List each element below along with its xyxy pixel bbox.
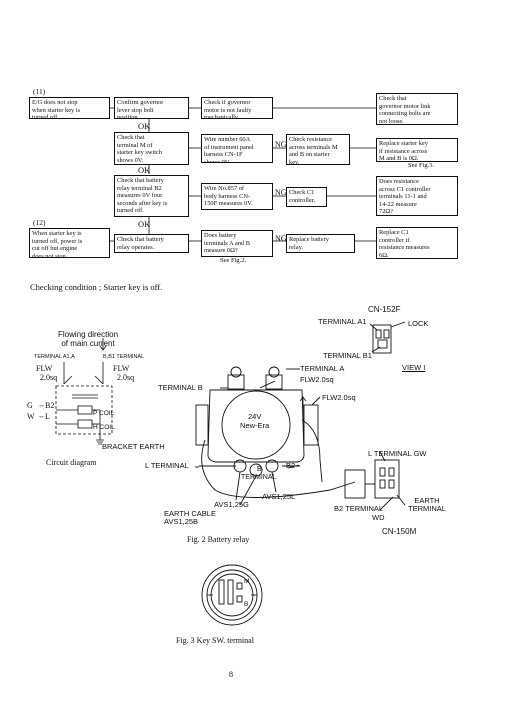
b2-relay-label: B2 [286,461,296,470]
fig3-caption: Fig. 3 Key SW. terminal [176,636,254,645]
b-terminal-b-label: B [257,466,262,473]
b2-label: B2 [45,401,55,410]
bracket-earth-label: BRACKET EARTH [102,442,165,451]
flw-right-label: FLW [113,364,130,373]
check-c1-box: Check C1 controller. [286,187,327,207]
wd-label: WD [372,513,385,522]
flw-left-size: 2.0sq [40,373,58,382]
fig2-caption: Fig. 2 Battery relay [187,535,250,544]
flw20-label-2: FLW2.0sq [322,393,356,402]
b2-terminal-label: B2 TERMINAL [334,504,384,513]
ng-label-2: NG [275,188,287,197]
confirm-governor-box: Confirm governor lever stop bolt positio… [114,97,189,119]
ok-label-3: OK [138,219,151,229]
relay-operates-box: Check that battery relay operates. [114,234,189,253]
terminal-m-box: Check that terminal M of starter key swi… [114,132,189,165]
governor-motor-box: Check if governor motor is not faulty me… [201,97,273,119]
flowing-direction-label: Flowing direction of main current [58,330,119,348]
see-fig2-ref: See Fig.2. [220,257,247,264]
avs125b-label: AVS1,25B [164,517,199,526]
key-m-label: M [244,578,250,585]
wire-60a-box: Wire number 60A of instrument panel harn… [201,134,273,163]
replace-relay-box: Replace battery relay. [286,234,355,253]
terminal-word-label: TERMINAL [241,474,277,481]
cn152f-label: CN-152F [368,305,401,314]
case-12-label: (12) [33,218,46,227]
power-cut-box: When starter key is turned off, power is… [29,228,110,258]
terminal-b1-label: TERMINAL B1 [323,351,372,360]
relay-brand: New-Era [240,421,270,430]
checking-condition: Checking condition ; Starter key is off. [30,282,163,292]
cn150m-label: CN-150M [382,527,417,536]
relay-voltage: 24V [248,412,262,421]
battery-ab-box: Does battery terminals A and B measure 0… [201,230,273,257]
flw20-label-1: FLW2.0sq [300,375,334,384]
p-coil-label: P COIL [93,410,115,417]
see-fig3-ref: See Fig.3. [408,162,435,169]
l-label: L [45,412,50,421]
flw-right-size: 2.0sq [117,373,135,382]
earth-cable-label: EARTH CABLE [164,509,216,518]
w-label: W [27,412,35,421]
relay-b2-box: Check that battery relay terminal B2 mea… [114,175,189,217]
earth-terminal-label: EARTH TERMINAL [408,496,446,513]
terminal-a1-label: TERMINAL A1 [318,317,367,326]
ok-label-2: OK [138,165,151,175]
h-coil-label: H COIL [93,424,115,431]
key-b-label: B [244,601,249,608]
governor-link-box: Check that governor motor link connectin… [376,93,458,125]
terminal-a-label: TERMINAL A [300,364,345,373]
ng-label-3: NG [275,234,287,243]
replace-c1-box: Replace C1 controller if resistance meas… [376,227,458,259]
terminal-a1a-label: TERMINAL A1,A [34,354,75,360]
case-11-label: (11) [33,87,46,96]
g-label: G [27,401,33,410]
terminal-b-label: TERMINAL B [158,383,203,392]
wire-857-box: Wire No.857 of body harness CN- 150F mea… [201,183,273,210]
ng-label-1: NG [275,140,287,149]
avs125g-label: AVS1,25G [214,500,249,509]
g-arrow: ↔ [38,401,45,409]
terminal-b-b1-label: B,B1 TERMINAL [103,354,145,360]
circuit-diagram-caption: Circuit diagram [46,458,97,467]
ok-label-1: OK [138,121,151,131]
lock-label: LOCK [408,319,429,328]
engine-not-stop-box: E/G does not stop when starter key is tu… [29,97,110,119]
resistance-mb-box: Check resistance across terminals M and … [286,134,350,165]
view-label: VIEW I [402,363,426,372]
flw-left-label: FLW [36,364,53,373]
l-terminal-label: L TERMINAL [145,461,189,470]
l-terminal-gw-label: L TERMINAL GW [368,449,427,458]
replace-key-box: Replace starter key if resistance across… [376,138,458,162]
c1-resistance-box: Does resistance across C1 controller ter… [376,176,458,216]
w-arrow: ↔ [38,412,45,420]
page-number: 8 [229,670,233,679]
avs125l-label: AVS1,25L [262,492,296,501]
